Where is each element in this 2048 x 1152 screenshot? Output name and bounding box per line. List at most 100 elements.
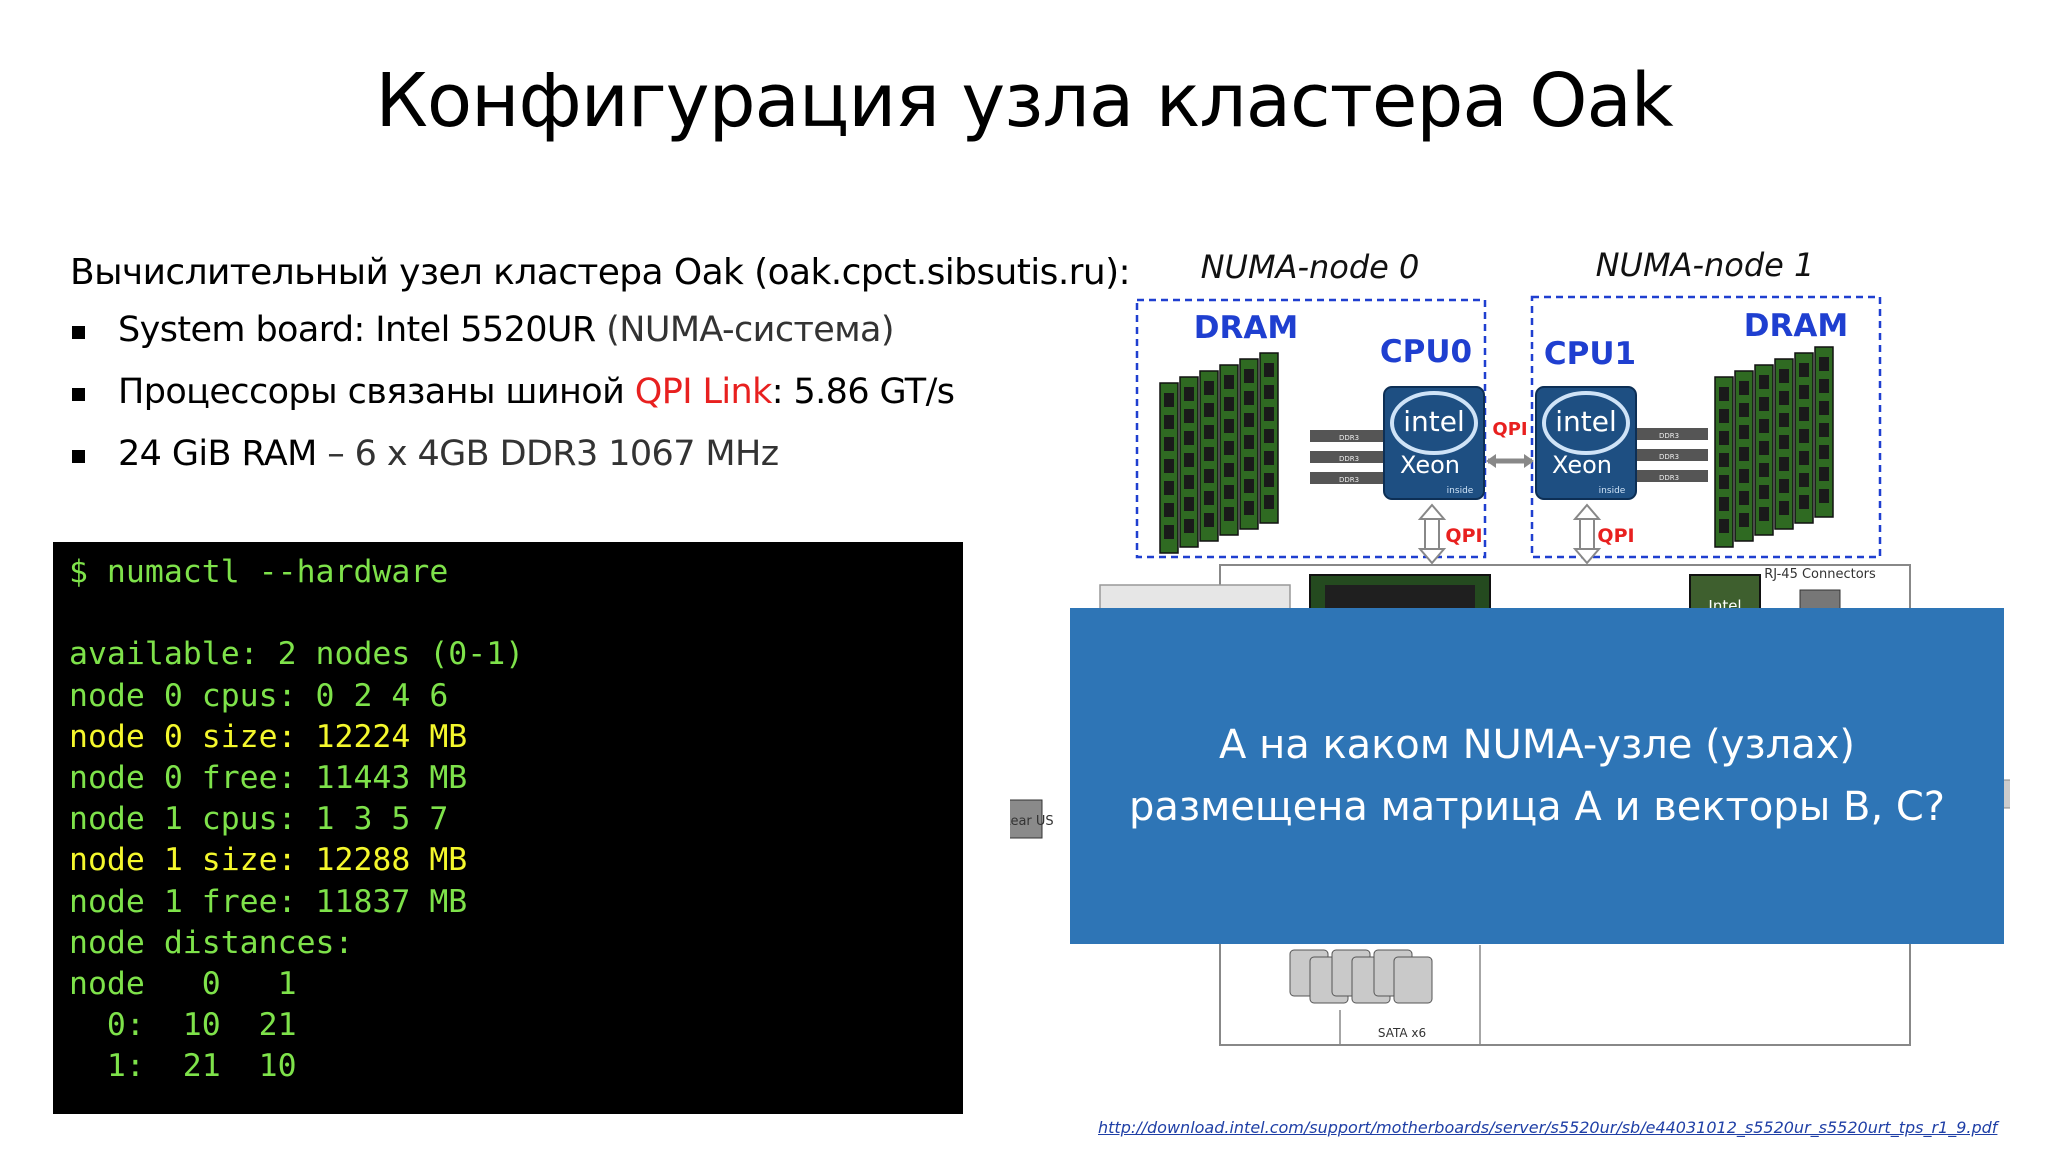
dram-chip (1779, 413, 1789, 427)
dram-modules-node-0 (1159, 352, 1279, 554)
dram-chip (1244, 501, 1254, 515)
dram-chip (1719, 431, 1729, 445)
terminal-line: 1: 21 10 (69, 1048, 297, 1085)
qpi-link-arrow (1486, 454, 1534, 468)
dram-chip (1204, 469, 1214, 483)
dram-chip (1759, 419, 1769, 433)
bullet-main-text: System board: Intel 5520UR (118, 310, 596, 350)
dram-chip (1184, 519, 1194, 533)
terminal-line: node 0 1 (69, 965, 297, 1002)
ddr-label: DDR3 (1339, 476, 1359, 484)
dram-chip (1819, 489, 1829, 503)
dram-chip (1164, 503, 1174, 517)
ddr-connectors-node-1 (1630, 428, 1708, 482)
dram-chip (1719, 387, 1729, 401)
source-link[interactable]: http://download.intel.com/support/mother… (1098, 1118, 1998, 1137)
dram-chip (1264, 473, 1274, 487)
ddr-label: DDR3 (1339, 434, 1359, 442)
dram-chip (1184, 387, 1194, 401)
square-bullet-icon (72, 388, 85, 401)
cpu0-label: CPU0 (1380, 334, 1472, 370)
dram-chip (1739, 425, 1749, 439)
rear-usb-port (1010, 799, 1043, 839)
dram-chip (1759, 441, 1769, 455)
sata-label: SATA x6 (1378, 1026, 1426, 1040)
intel-swoosh-icon (1542, 391, 1630, 455)
dram-chip (1799, 495, 1809, 509)
ddr-bus (1630, 449, 1708, 461)
ddr-bus (1630, 428, 1708, 440)
qpi-down-arrow-node-1 (1572, 503, 1602, 565)
ddr-label: DDR3 (1659, 474, 1679, 482)
dram-chip (1164, 459, 1174, 473)
dram-chip (1244, 413, 1254, 427)
dram-chip (1799, 451, 1809, 465)
ddr-connectors-node-0 (1310, 430, 1388, 484)
dram-chip (1819, 467, 1829, 481)
ddr-label: DDR3 (1339, 455, 1359, 463)
slide-title: Конфигурация узла кластера Oak (375, 58, 1673, 144)
terminal-line: node 0 cpus: 0 2 4 6 (69, 677, 449, 714)
rj45-label: RJ-45 Connectors (1764, 567, 1876, 582)
terminal-line: node 1 size: 12288 MB (69, 842, 468, 879)
intro-text: Вычислительный узел кластера Oak (oak.cp… (70, 252, 1131, 293)
dram-chip (1719, 519, 1729, 533)
inside-logo-text: inside (1447, 486, 1474, 496)
dram-chip (1759, 397, 1769, 411)
intel-logo-text: intel (1555, 405, 1617, 438)
numa-board-diagram: NUMA-node 0 NUMA-node 1 DRAM DRAM CPU0 C… (1010, 246, 2010, 1046)
spec-list: System board: Intel 5520UR (NUMA-система… (70, 310, 955, 496)
dram-chip (1779, 435, 1789, 449)
dram-chip (1204, 513, 1214, 527)
cpu1-xeon-chip (1535, 386, 1637, 500)
dram-chip (1819, 423, 1829, 437)
terminal-line: node 0 size: 12224 MB (69, 718, 468, 755)
bullet-highlight-text: QPI Link (634, 372, 773, 412)
terminal-line: node distances: (69, 924, 354, 961)
qpi-down-arrow-node-0 (1417, 503, 1447, 565)
cpu0-package (1383, 386, 1485, 500)
dram-chip (1779, 479, 1789, 493)
dram-chip (1264, 429, 1274, 443)
dram-chip (1224, 419, 1234, 433)
square-bullet-icon (72, 450, 85, 463)
dram-chip (1224, 463, 1234, 477)
qpi-label-node-1: QPI (1597, 525, 1634, 547)
terminal-line: node 0 free: 11443 MB (69, 759, 468, 796)
terminal-line: $ numactl --hardware (69, 554, 449, 590)
dram-chip (1819, 357, 1829, 371)
ddr-bus (1310, 472, 1388, 484)
bullet-qpi-link: Процессоры связаны шиной QPI Link: 5.86 … (70, 372, 955, 434)
dram-chip (1759, 485, 1769, 499)
dram-chip (1739, 447, 1749, 461)
numa-node-0-label: NUMA-node 0 (1201, 248, 1420, 286)
disk (1393, 956, 1433, 1004)
inside-logo-text: inside (1599, 486, 1626, 496)
dram-chip (1779, 457, 1789, 471)
dram-chip (1184, 453, 1194, 467)
dram-chip (1224, 507, 1234, 521)
numa-node-1-label: NUMA-node 1 (1596, 246, 1815, 284)
dram-chip (1244, 369, 1254, 383)
square-bullet-icon (72, 326, 85, 339)
bullet-main-text: 24 GiB RAM (118, 434, 317, 474)
callout-line-2: размещена матрица A и векторы B, C? (1128, 784, 1946, 830)
dram-chip (1204, 425, 1214, 439)
xeon-logo-text: Xeon (1400, 451, 1460, 479)
ddr-label: DDR3 (1659, 432, 1679, 440)
dram-chip (1224, 441, 1234, 455)
dram-chip (1799, 429, 1809, 443)
numa-node-0-box (1135, 298, 1487, 559)
dram-chip (1264, 495, 1274, 509)
terminal-line: node 1 cpus: 1 3 5 7 (69, 801, 449, 838)
xeon-logo-text: Xeon (1552, 451, 1612, 479)
dram-modules-node-1 (1714, 346, 1834, 548)
dram-chip (1164, 393, 1174, 407)
dram-chip (1799, 363, 1809, 377)
dram-chip (1204, 381, 1214, 395)
bullet-note-text: (NUMA-система) (595, 310, 894, 350)
dram-chip (1264, 363, 1274, 377)
dram-chip (1224, 397, 1234, 411)
dram-chip (1164, 415, 1174, 429)
dram-chip (1244, 391, 1254, 405)
